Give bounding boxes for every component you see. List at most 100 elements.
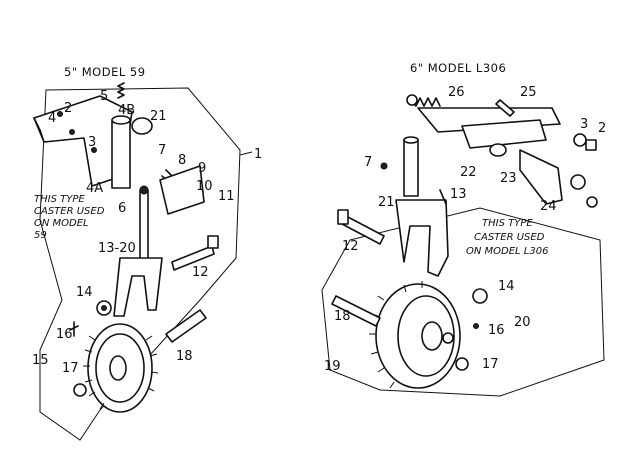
bracket-hole (69, 129, 75, 135)
caster-fork-21 (395, 199, 449, 277)
note-line: CASTER USED (34, 206, 105, 217)
nut-14-lower (472, 288, 488, 304)
part-number-label: 18 (334, 309, 351, 324)
leader-1 (239, 151, 253, 156)
part-number-label: 2 (64, 101, 72, 116)
pin-16 (69, 321, 79, 337)
wheel-6in (375, 283, 461, 389)
part-number-label: 15 (32, 353, 49, 368)
king-pin (403, 139, 419, 197)
nut-center (101, 305, 107, 311)
left-group-outline (39, 87, 241, 441)
part-number-label: 21 (150, 109, 167, 124)
spacer-20 (442, 332, 454, 344)
bracket-edge (33, 117, 45, 143)
king-pin-top (403, 136, 419, 144)
part-number-label: 18 (176, 349, 193, 364)
grease-fitting-7 (380, 162, 388, 170)
bolt-12 (171, 245, 215, 271)
part-number-label: 13 (450, 187, 467, 202)
note-line: ON MODEL L306 (466, 246, 548, 257)
nut-17 (73, 383, 87, 397)
bracket-hole (91, 147, 97, 153)
cotter-pin-13 (439, 189, 447, 205)
part-number-label: 8 (178, 153, 186, 168)
note-line: THIS TYPE (482, 218, 533, 229)
part-number-label: 3 (580, 117, 588, 132)
note-line: THIS TYPE (34, 194, 85, 205)
part-number-label: 14 (498, 279, 515, 294)
part-number-label: 12 (342, 239, 359, 254)
mounting-bracket (33, 95, 133, 187)
part-number-label: 1 (254, 147, 262, 162)
part-number-label: 11 (218, 189, 235, 204)
part-number-label: 26 (448, 85, 465, 100)
axle-18 (165, 309, 207, 343)
part-number-label: 6 (118, 201, 126, 216)
washer (406, 94, 418, 106)
wheel-rim (95, 333, 145, 403)
plate-11 (159, 165, 205, 215)
part-number-label: 2 (598, 121, 606, 136)
part-number-label: 25 (520, 85, 537, 100)
right-model-label: 6" MODEL L306 (410, 61, 506, 75)
pivot-23 (489, 143, 507, 157)
part-number-label: 10 (196, 179, 213, 194)
part-number-label: 19 (324, 359, 341, 374)
part-number-label: 5 (100, 89, 108, 104)
part-number-label: 16 (56, 327, 73, 342)
right-usage-note: THIS TYPE CASTER USED ON MODEL L306 (466, 218, 548, 257)
tube-top (111, 115, 131, 125)
right-caster-assembly: 6" MODEL L306 (321, 61, 606, 397)
nut-14-right (570, 174, 586, 190)
part-number-label: 17 (62, 361, 79, 376)
part-number-label: 4A (86, 181, 103, 196)
arm-cylinder (461, 119, 547, 149)
right-group-outline (321, 207, 605, 397)
note-line: ON MODEL (34, 218, 89, 229)
washer-21 (131, 117, 153, 135)
part-number-label: 4 (48, 111, 56, 126)
bolt-head (207, 235, 219, 249)
part-number-label: 21 (378, 195, 395, 210)
swivel-tube (111, 119, 131, 189)
part-number-label: 16 (488, 323, 505, 338)
left-usage-note: THIS TYPE CASTER USED ON MODEL 59 (34, 194, 105, 241)
nut-17-right (455, 357, 469, 371)
part-number-label: 3 (88, 135, 96, 150)
bolt-head-right (337, 209, 349, 225)
stem-nut (139, 185, 149, 195)
wheel-hub (109, 355, 127, 381)
part-number-label: 7 (364, 155, 372, 170)
spring-26 (409, 97, 441, 107)
part-number-label: 17 (482, 357, 499, 372)
part-number-label: 12 (192, 265, 209, 280)
part-number-label: 7 (158, 143, 166, 158)
part-number-label: 13-20 (98, 241, 136, 256)
axle-18-right (331, 295, 381, 327)
tire-tread (83, 335, 159, 410)
part-number-label: 22 (460, 165, 477, 180)
part-number-label: 14 (76, 285, 93, 300)
bracket-hole (57, 111, 63, 117)
wheel-rim-right (397, 295, 455, 377)
spring (117, 82, 125, 99)
link-24 (519, 149, 563, 205)
wheel-hub-right (421, 321, 443, 351)
note-line: 59 (34, 230, 47, 241)
bolt-25 (495, 99, 515, 117)
nut-2 (585, 139, 597, 151)
fitting-16 (473, 323, 479, 329)
caster-fork (113, 257, 163, 317)
part-number-label: 9 (198, 161, 206, 176)
part-number-label: 24 (540, 199, 557, 214)
part-number-label: 23 (500, 171, 517, 186)
note-line: CASTER USED (474, 232, 545, 243)
washer-right (586, 196, 598, 208)
part-number-label: 20 (514, 315, 531, 330)
left-model-label: 5" MODEL 59 (64, 65, 146, 79)
nut-3 (573, 133, 587, 147)
left-caster-assembly: 5" MODEL 59 (32, 65, 262, 441)
part-number-label: 4B (118, 103, 135, 118)
